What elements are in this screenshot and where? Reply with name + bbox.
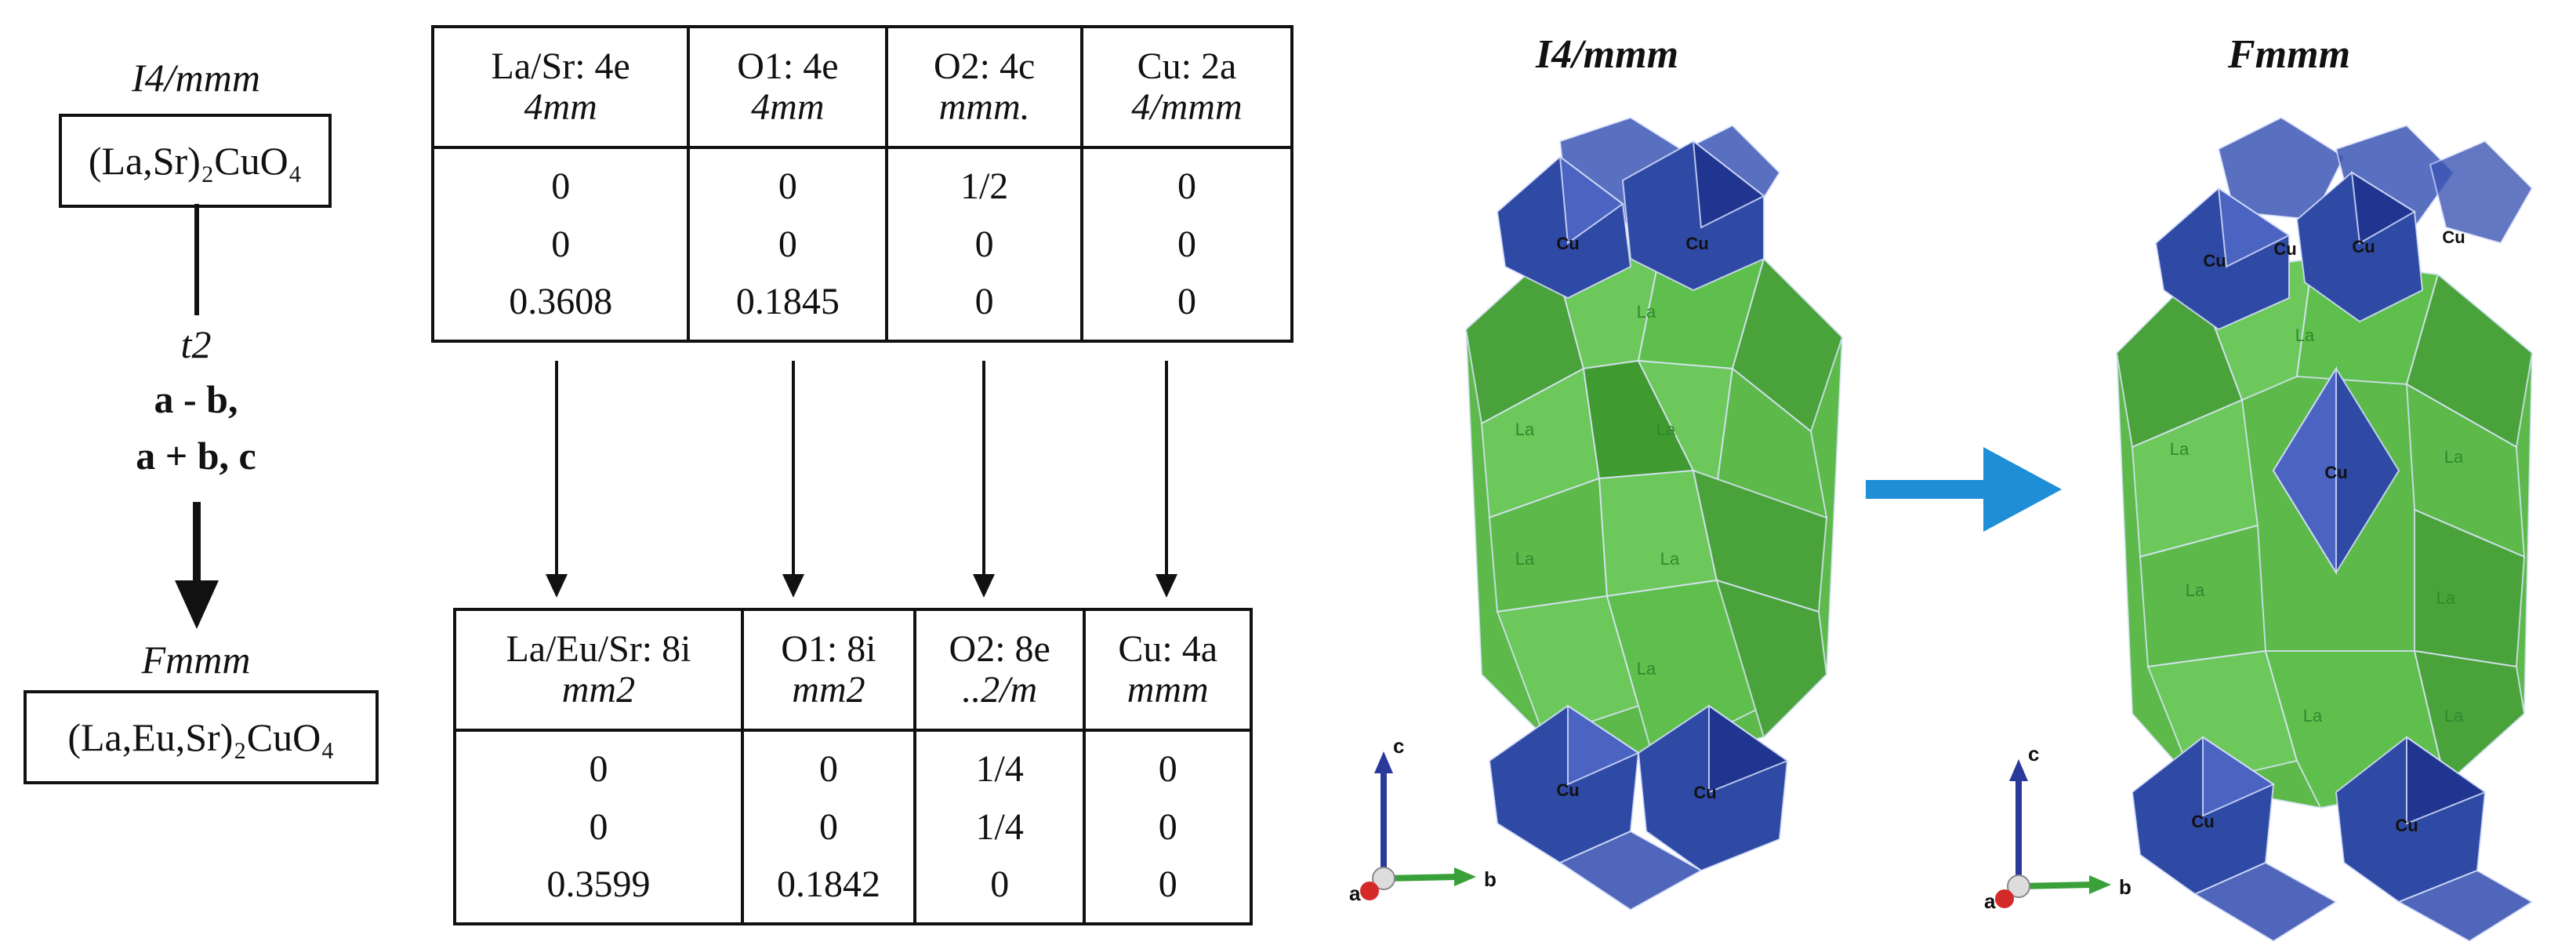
la-atom-label: La (2170, 439, 2190, 459)
table-cell: 0 (1079, 147, 1294, 216)
right-structure-title: Fmmm (2227, 32, 2351, 77)
transition-arrow (1866, 447, 2062, 532)
table-cell: 0 (430, 216, 691, 273)
transform-line-1: a - b, (154, 377, 238, 421)
table-cell: 1/4 (913, 798, 1087, 856)
top-connector-line (194, 204, 199, 315)
cu-atom-label: Cu (1693, 783, 1716, 802)
left-structure-title: I4/mmm (1535, 32, 1679, 77)
bottom-formula-box: (La,Eu,Sr)₂CuO₄ (24, 690, 379, 784)
table-cell: 0 (1083, 730, 1253, 799)
table-cell: 0 (1079, 272, 1294, 341)
transform-name: t2 (180, 322, 212, 366)
table-cell: 0 (453, 798, 744, 856)
table-cell: 0 (687, 147, 889, 216)
table-cell: 0 (430, 147, 691, 216)
la-atom-label: La (1515, 420, 1535, 439)
cu-atom-label: Cu (2191, 812, 2214, 831)
table-cell: 0 (1083, 855, 1253, 924)
table-cell: 1/2 (885, 147, 1083, 216)
la-atom-label: La (1637, 302, 1656, 322)
cu-atom-label: Cu (1685, 234, 1708, 253)
bottom-formula: (La,Eu,Sr)₂CuO₄ (67, 715, 335, 759)
site-mapping-arrows (546, 361, 1177, 598)
cu-atom-label: Cu (2442, 227, 2465, 247)
fmmm-structure: Cu Cu Cu Cu Cu Cu Cu La La La La La La L… (2115, 116, 2534, 943)
table-cell: 0.1842 (740, 855, 917, 924)
la-atom-label: La (2444, 706, 2464, 725)
axis-indicator-left: c b a (1349, 734, 1497, 905)
la-atom-label: La (1515, 549, 1535, 569)
cu-atom-label: Cu (2273, 239, 2296, 259)
table-cell: 0 (740, 730, 917, 799)
cu-atom-label: Cu (1556, 780, 1579, 800)
la-atom-label: La (1637, 659, 1656, 678)
axis-a-label: a (1349, 882, 1361, 905)
axis-indicator-right: c b a (1984, 742, 2132, 913)
axis-b-label: b (2119, 875, 2132, 899)
table-cell: 0 (1079, 216, 1294, 273)
top-formula-box: (La,Sr)₂CuO₄ (59, 114, 332, 208)
cu-atom-label: Cu (2324, 463, 2347, 482)
la-atom-label: La (2444, 447, 2464, 467)
la-atom-label: La (1660, 549, 1680, 569)
top-space-group-label: I4/mmm (132, 56, 260, 100)
bottom-header-o2: O2: 8e..2/m (913, 609, 1087, 733)
table-cell: 0 (885, 216, 1083, 273)
table-cell: 0 (913, 855, 1087, 924)
table-cell: 0.3599 (453, 855, 744, 924)
table-cell: 0 (1083, 798, 1253, 856)
la-atom-label: La (1656, 420, 1676, 439)
table-cell: 0 (885, 272, 1083, 341)
table-cell: 0.1845 (687, 272, 889, 341)
transform-arrow (175, 502, 219, 629)
bottom-space-group-label: Fmmm (141, 638, 251, 682)
la-atom-label: La (2186, 580, 2205, 600)
cu-atom-label: Cu (2203, 251, 2226, 271)
table-cell: 0 (687, 216, 889, 273)
transform-line-2: a + b, c (136, 434, 256, 478)
table-cell: 0.3608 (430, 272, 691, 341)
axis-a-label: a (1984, 889, 1996, 913)
cu-atom-label: Cu (1556, 234, 1579, 253)
la-atom-label: La (2295, 325, 2315, 345)
table-cell: 0 (740, 798, 917, 856)
axis-b-label: b (1484, 867, 1497, 891)
la-atom-label: La (2436, 588, 2456, 608)
top-formula: (La,Sr)₂CuO₄ (88, 139, 303, 183)
table-cell: 1/4 (913, 730, 1087, 799)
i4mmm-structure: Cu Cu Cu Cu La La La La La La (1464, 116, 1844, 911)
cu-atom-label: Cu (2352, 237, 2375, 256)
table-cell: 0 (453, 730, 744, 799)
axis-c-label: c (2028, 742, 2039, 765)
la-atom-label: La (2303, 706, 2323, 725)
cu-atom-label: Cu (2395, 816, 2418, 835)
axis-c-label: c (1393, 734, 1404, 758)
